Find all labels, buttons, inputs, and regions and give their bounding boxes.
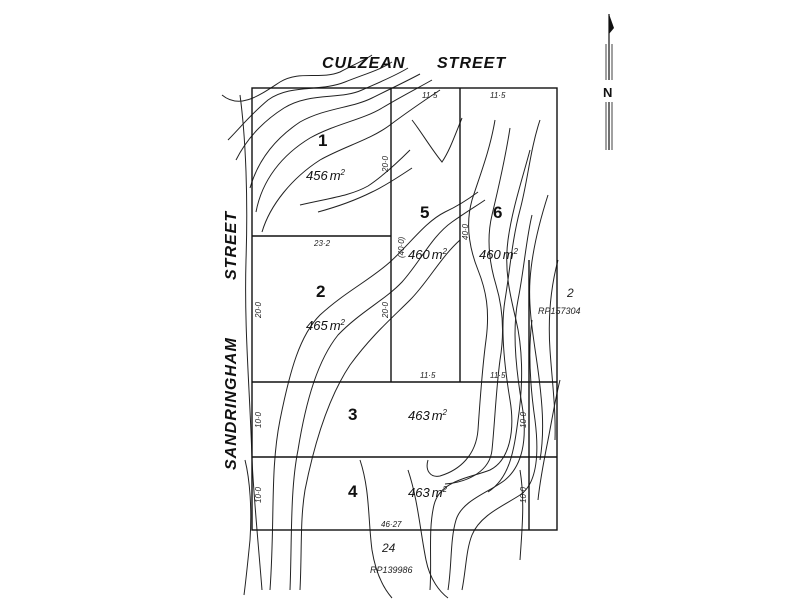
adjacent-lot-number: 24 — [381, 541, 396, 555]
dimension-label: 10·0 — [519, 486, 528, 503]
dimension-label: 40·0 — [461, 223, 470, 240]
adjacent-plan-reference: RP157304 — [538, 306, 581, 316]
lot-boundaries — [251, 87, 558, 531]
street-name-sandringham-suffix: STREET — [223, 211, 240, 280]
dimension-label: 23·2 — [313, 239, 331, 248]
lot-number: 5 — [420, 203, 429, 222]
lot-number: 2 — [316, 282, 325, 301]
north-arrow-icon: N — [600, 14, 618, 150]
dimension-label: 46·27 — [381, 520, 402, 529]
contour-lines — [221, 54, 561, 599]
dimension-label: 11·5 — [422, 91, 438, 100]
dimension-label: 11·5 — [490, 371, 506, 380]
dimension-label: 11·5 — [420, 371, 436, 380]
lot-number: 1 — [318, 131, 327, 150]
dimension-label: 10·0 — [519, 411, 528, 428]
street-name-culzean-suffix: STREET — [437, 55, 506, 72]
lot-number: 6 — [493, 203, 502, 222]
dimension-label: 20·0 — [381, 155, 390, 173]
street-name-sandringham: SANDRINGHAM — [223, 337, 240, 470]
dimension-label: 11·5 — [490, 91, 506, 100]
adjacent-lot-number: 2 — [566, 286, 574, 300]
street-name-culzean: CULZEAN — [322, 55, 405, 72]
adjacent-plan-reference: RP139986 — [370, 565, 413, 575]
dimension-label: 20·0 — [254, 301, 263, 319]
north-arrow-label: N — [603, 85, 612, 100]
lot-number: 3 — [348, 405, 357, 424]
dimension-label: 20·0 — [381, 301, 390, 319]
dimension-label: 10·0 — [254, 486, 263, 503]
dimension-label: (40·0) — [397, 236, 406, 258]
lot-number: 4 — [348, 482, 358, 501]
dimension-label: 10·0 — [254, 411, 263, 428]
